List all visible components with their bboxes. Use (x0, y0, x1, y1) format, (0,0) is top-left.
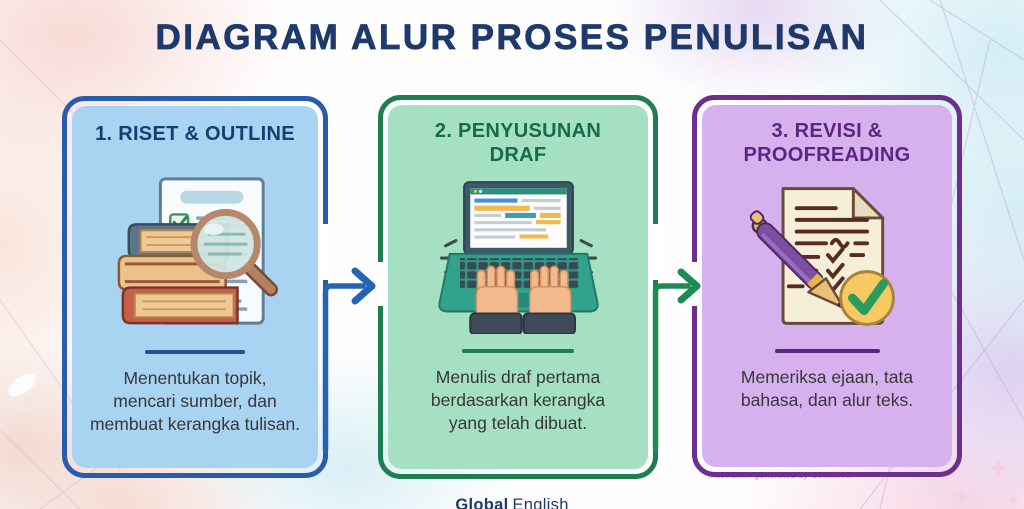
step-title: 1. RISET & OUTLINE (95, 123, 295, 146)
step-description: Memeriksa ejaan, tata bahasa, dan alur t… (740, 367, 914, 410)
step-title: 3. REVISI & PROOFREADING (743, 120, 911, 166)
step-title: 2. PENYUSUNAN DRAF (434, 120, 602, 166)
step-description: Menulis draf pertama berdasarkan kerangk… (430, 367, 606, 433)
books-checklist-magnifier-icon (100, 160, 290, 342)
arrow-step1-to-step2 (322, 267, 376, 453)
divider (145, 350, 245, 354)
step-card-riset-outline: 1. RISET & OUTLINE (72, 106, 318, 468)
step-card-revisi-proofreading: 3. REVISI & PROOFREADING (702, 105, 952, 467)
laptop-typing-icon (421, 171, 616, 341)
brand-regular: English (512, 496, 569, 509)
watermark-text: Illustration generated by Gemini AI (708, 471, 852, 480)
divider (774, 349, 880, 353)
arrow-step2-to-step3 (652, 268, 701, 453)
step-card-penyusunan-draf: 2. PENYUSUNAN DRAF (388, 105, 648, 469)
pen-document-check-icon (732, 171, 922, 341)
brand-bold: Global (455, 496, 509, 509)
step-description: Menentukan topik, mencari sumber, dan me… (89, 368, 301, 434)
divider (462, 349, 574, 353)
page-title: DIAGRAM ALUR PROSES PENULISAN (155, 18, 869, 58)
